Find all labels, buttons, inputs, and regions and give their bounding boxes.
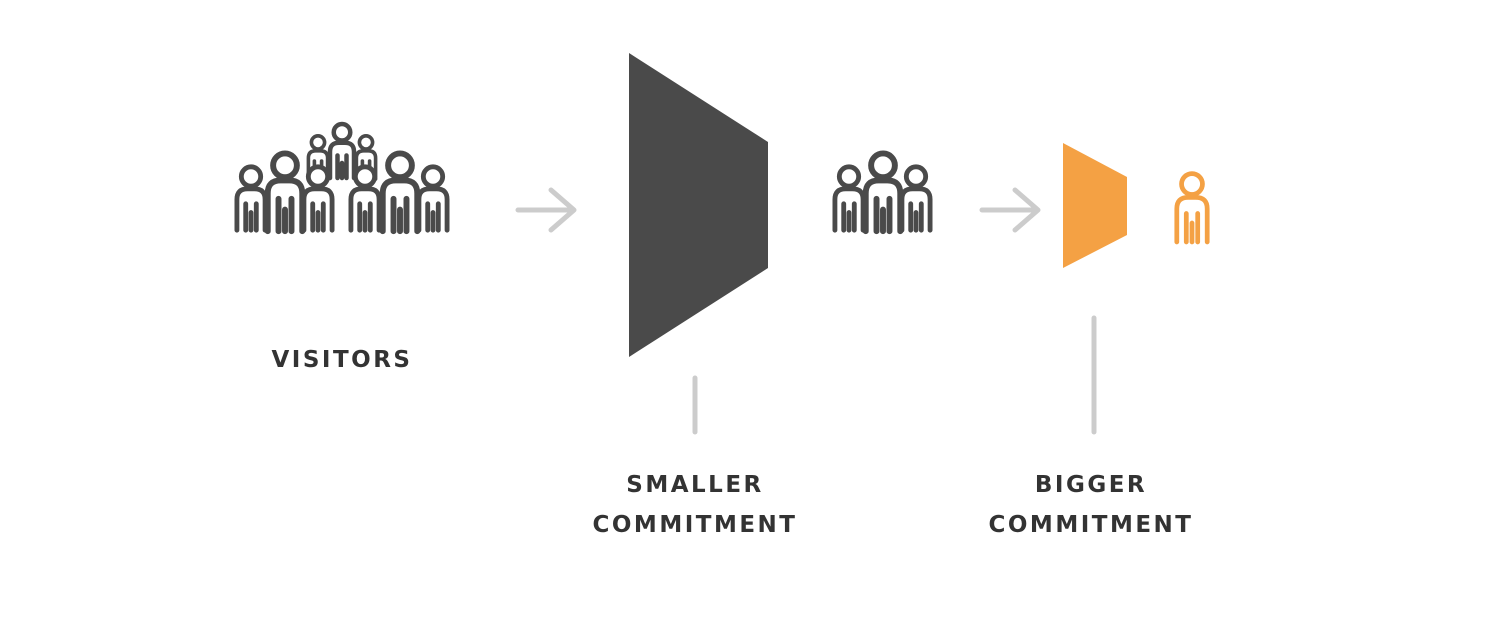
arrow-right-icon-2 bbox=[979, 187, 1041, 233]
visitors-label: VISITORS bbox=[242, 340, 442, 380]
smaller-text: SMALLER bbox=[626, 472, 764, 498]
big-funnel-icon bbox=[629, 53, 768, 357]
smaller-commitment-text: COMMITMENT bbox=[592, 512, 798, 538]
bigger-commitment-label: BIGGER COMMITMENT bbox=[966, 465, 1216, 545]
arrow-right-icon bbox=[515, 187, 577, 233]
bigger-text: BIGGER bbox=[1034, 472, 1148, 498]
bigger-commitment-text: COMMITMENT bbox=[988, 512, 1194, 538]
smaller-commitment-label: SMALLER COMMITMENT bbox=[570, 465, 820, 545]
single-person-icon bbox=[1177, 174, 1207, 242]
small-group-people-icon bbox=[835, 153, 930, 231]
small-funnel-icon bbox=[1063, 143, 1127, 268]
visitors-text: VISITORS bbox=[271, 347, 413, 373]
